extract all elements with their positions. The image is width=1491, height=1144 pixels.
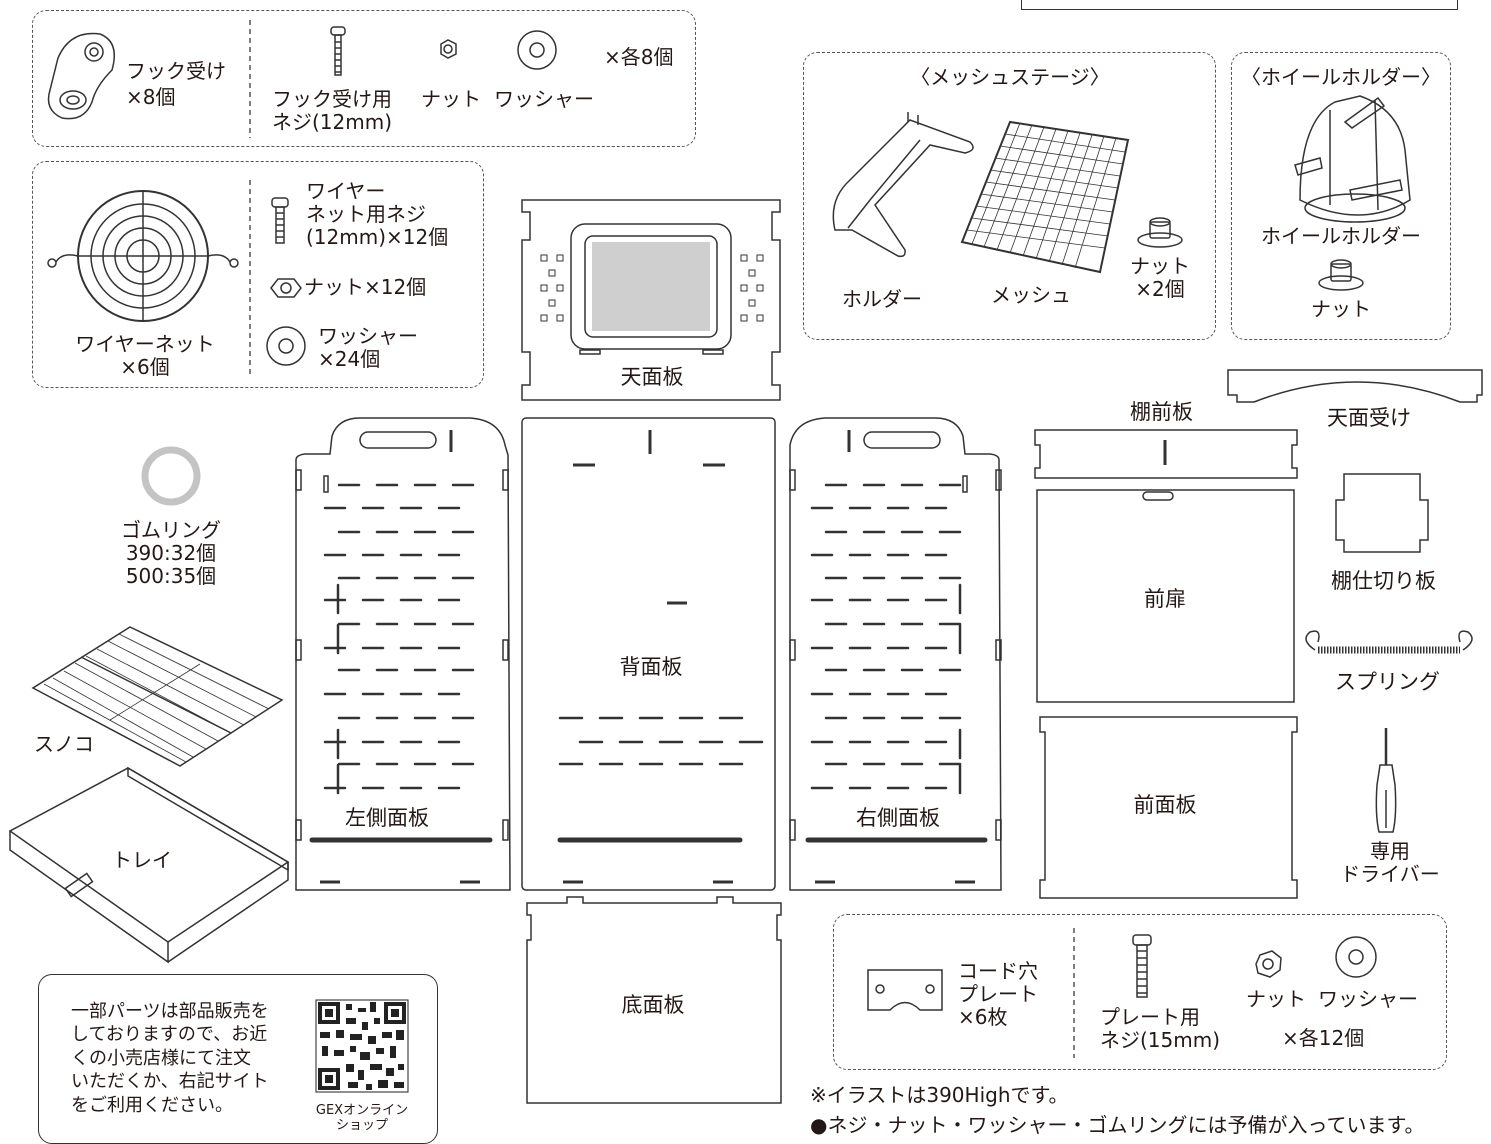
wheel-nut-icon bbox=[1318, 259, 1364, 291]
plate-qty-label: ×各12個 bbox=[1282, 1026, 1365, 1050]
hook-label: フック受け bbox=[126, 59, 226, 83]
hook-screw-label: フック受け用 ネジ(12mm) bbox=[272, 87, 393, 134]
hardware-top-group bbox=[32, 10, 696, 147]
shelf-divider-shape bbox=[1335, 473, 1429, 553]
mesh-stage-title: 〈メッシュステージ〉 bbox=[910, 65, 1110, 89]
right-panel-label: 右側面板 bbox=[856, 806, 940, 830]
back-panel-label: 背面板 bbox=[619, 655, 683, 679]
mesh-holder-label: ホルダー bbox=[842, 287, 922, 311]
wire-nut-label: ナット×12個 bbox=[304, 275, 427, 299]
plate-screw-label: プレート用 ネジ(15mm) bbox=[1100, 1005, 1221, 1052]
shelf-front-label: 棚前板 bbox=[1130, 400, 1193, 424]
bottom-panel-label: 底面板 bbox=[621, 993, 685, 1017]
front-door-shape bbox=[1036, 489, 1295, 703]
bottom-panel-shape bbox=[526, 896, 782, 1104]
spring-label: スプリング bbox=[1335, 670, 1440, 694]
plate-screw-icon bbox=[1132, 934, 1152, 998]
qr-code-icon bbox=[315, 999, 409, 1093]
hook-washer-icon bbox=[517, 30, 557, 70]
left-panel-shape bbox=[295, 417, 511, 891]
mesh-grid-icon bbox=[960, 120, 1130, 274]
top-support-label: 天面受け bbox=[1327, 406, 1411, 430]
top-panel-shape bbox=[521, 199, 781, 401]
parts-sales-note: 一部パーツは部品販売を しておりますので、お近 くの小売店様にて注文 いただくか… bbox=[71, 1001, 269, 1116]
left-panel-label: 左側面板 bbox=[345, 806, 429, 830]
wheel-holder-label: ホイールホルダー bbox=[1261, 224, 1421, 248]
front-door-label: 前扉 bbox=[1144, 587, 1186, 611]
wheel-holder-icon bbox=[1294, 95, 1411, 223]
hook-bracket-icon bbox=[47, 32, 115, 120]
top-support-shape bbox=[1227, 369, 1483, 403]
plate-nut-label: ナット bbox=[1246, 987, 1306, 1011]
mesh-holder-icon bbox=[832, 112, 974, 258]
top-panel-label: 天面板 bbox=[620, 365, 684, 389]
wire-nut-icon bbox=[270, 278, 302, 298]
spare-parts-note: ●ネジ・ナット・ワッシャー・ゴムリングには予備が入っています。 bbox=[810, 1113, 1425, 1137]
wire-screw-label: ワイヤー ネット用ネジ (12mm)×12個 bbox=[306, 179, 449, 249]
hook-screw-icon bbox=[330, 26, 346, 76]
shelf-front-panel-shape bbox=[1034, 429, 1298, 479]
qr-caption: GEXオンライン ショップ bbox=[315, 1103, 409, 1133]
cord-plate-label: コード穴 プレート ×6枚 bbox=[958, 959, 1038, 1029]
screwdriver-icon bbox=[1375, 728, 1397, 833]
wheel-holder-title: 〈ホイールホルダー〉 bbox=[1241, 65, 1441, 89]
top-frame-edge bbox=[1021, 0, 1458, 10]
wheel-nut-label: ナット bbox=[1311, 297, 1371, 321]
wire-net-group bbox=[32, 161, 484, 388]
wire-washer-label: ワッシャー ×24個 bbox=[318, 324, 418, 371]
plate-group bbox=[833, 914, 1447, 1070]
front-panel-label: 前面板 bbox=[1133, 793, 1197, 817]
mesh-label: メッシュ bbox=[991, 283, 1071, 307]
sunoko-icon bbox=[31, 626, 284, 767]
front-panel-shape bbox=[1039, 716, 1298, 899]
hook-qty-label: ×8個 bbox=[126, 85, 176, 109]
sunoko-label: スノコ bbox=[34, 732, 94, 756]
illustration-note: ※イラストは390Highです。 bbox=[810, 1083, 1069, 1107]
plate-nut-icon bbox=[1255, 950, 1282, 978]
tray-icon bbox=[8, 766, 290, 964]
plate-washer-icon bbox=[1335, 936, 1377, 978]
cord-plate-icon bbox=[867, 969, 943, 1011]
hook-nut-label: ナット bbox=[421, 87, 481, 111]
wire-net-icon bbox=[47, 190, 239, 322]
wire-net-label: ワイヤーネット ×6個 bbox=[75, 332, 215, 379]
back-panel-shape bbox=[521, 417, 776, 891]
right-panel-shape bbox=[789, 417, 1002, 891]
hook-washer-label: ワッシャー bbox=[494, 87, 594, 111]
mesh-stage-group bbox=[803, 52, 1216, 340]
wire-screw-icon bbox=[271, 197, 289, 244]
mesh-nut-icon bbox=[1137, 217, 1183, 248]
shelf-divider-label: 棚仕切り板 bbox=[1331, 569, 1436, 593]
mesh-nut-label: ナット ×2個 bbox=[1130, 254, 1190, 301]
hook-nut-icon bbox=[440, 39, 457, 59]
rubber-ring-label: ゴムリング 390:32個 500:35個 bbox=[121, 518, 221, 588]
spring-icon bbox=[1305, 630, 1473, 654]
tray-label: トレイ bbox=[112, 848, 172, 872]
rubber-ring-icon bbox=[141, 446, 201, 506]
wire-washer-icon bbox=[266, 326, 306, 366]
driver-label: 専用 ドライバー bbox=[1340, 839, 1440, 886]
wheel-holder-group bbox=[1231, 52, 1451, 340]
hook-qty-each-label: ×各8個 bbox=[604, 45, 674, 69]
plate-washer-label: ワッシャー bbox=[1318, 987, 1418, 1011]
